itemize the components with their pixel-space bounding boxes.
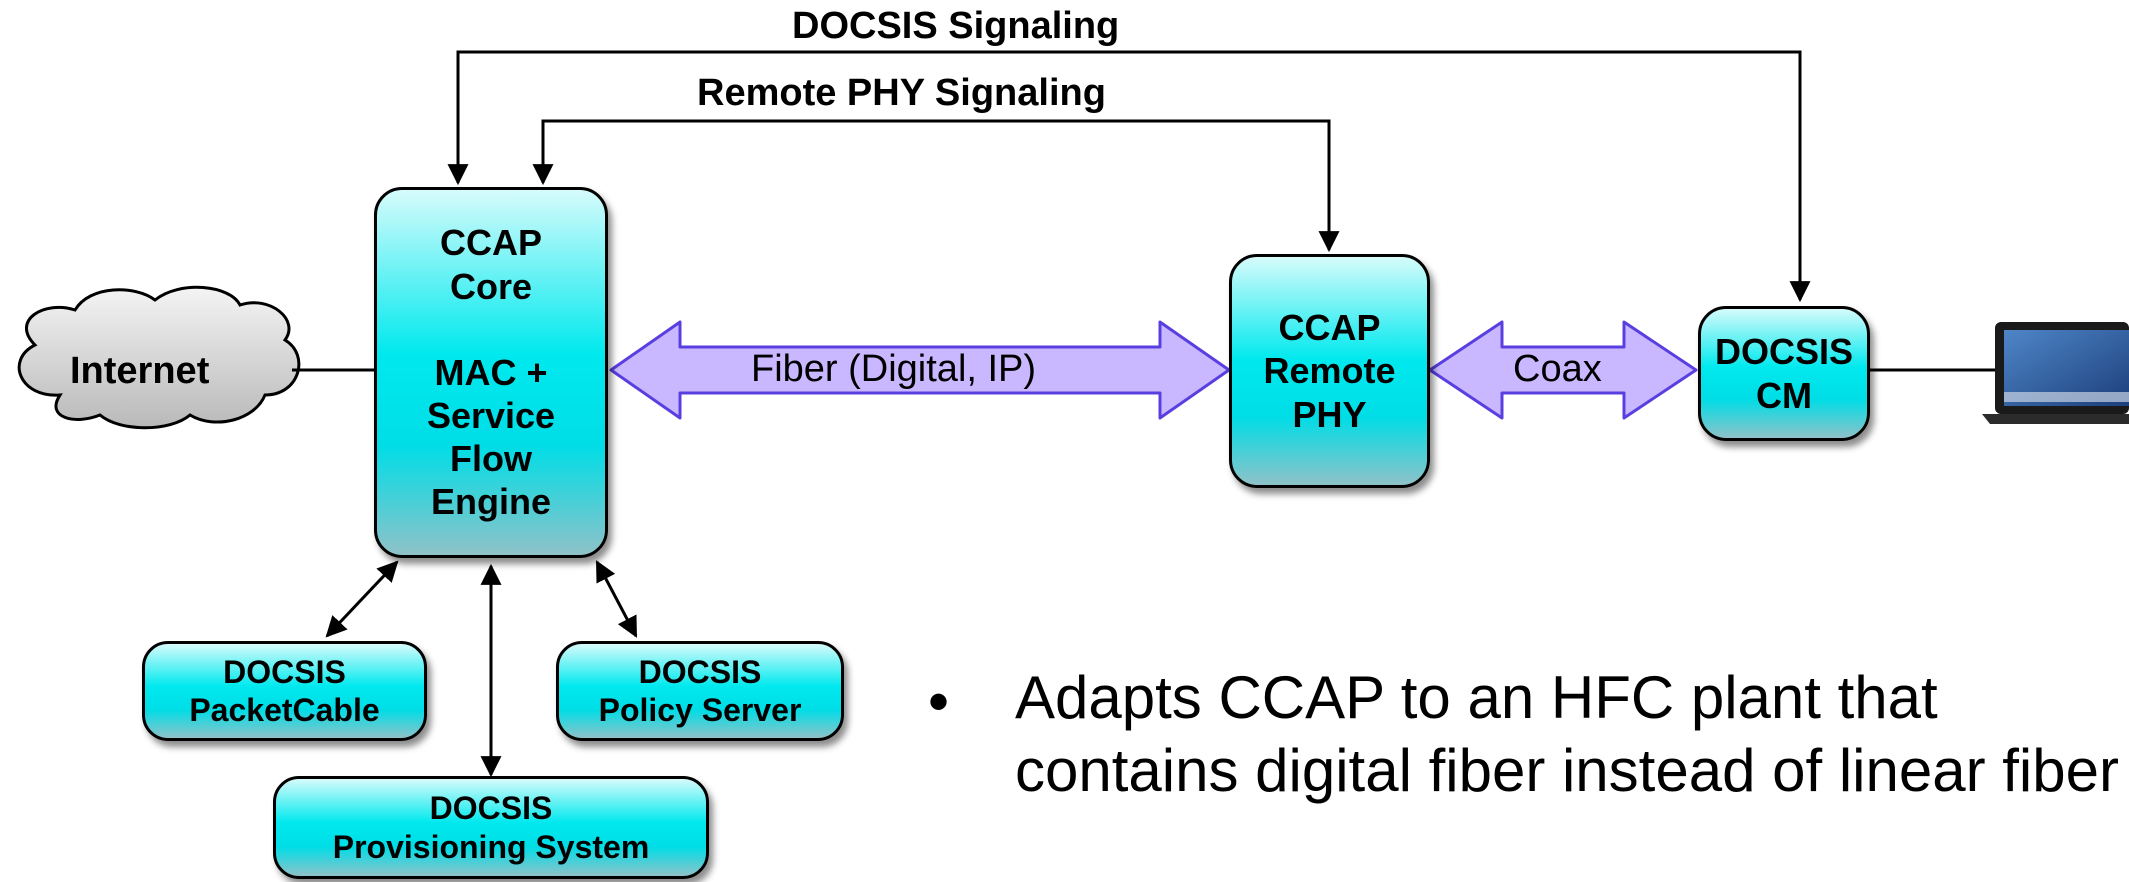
packetcable-line: PacketCable (189, 692, 380, 728)
ccap-core-line: MAC + (434, 351, 548, 393)
ccap-remote-phy-box: CCAP Remote PHY (1229, 254, 1430, 488)
bullet-marker: • (928, 668, 950, 735)
provisioning-line: DOCSIS (429, 790, 553, 827)
ccap-core-line: Service (426, 395, 556, 436)
laptop-icon (1982, 322, 2129, 424)
ccap-core-line: Engine (430, 481, 551, 523)
ccap-core-line: Core (449, 265, 533, 307)
internet-label: Internet (70, 350, 210, 392)
ccap-core-line: Flow (450, 438, 532, 480)
policy-server-link (595, 560, 638, 638)
remote-phy-signaling-line (532, 119, 1340, 253)
coax-label: Coax (1513, 348, 1602, 390)
docsis-signaling-line (447, 50, 1811, 303)
bullet-line-2: contains digital fiber instead of linear… (1015, 737, 2119, 804)
cm-line: DOCSIS (1714, 331, 1854, 373)
remote-phy-line: PHY (1292, 393, 1367, 435)
policy-server-line: Policy Server (598, 692, 802, 728)
remote-phy-line: Remote (1263, 350, 1396, 392)
packetcable-link (325, 560, 399, 638)
policy-server-box: DOCSIS Policy Server (556, 641, 844, 741)
provisioning-line: Provisioning System (332, 828, 650, 865)
ccap-core-line: CCAP (439, 222, 542, 264)
cm-line: CM (1756, 374, 1812, 416)
docsis-signaling-label: DOCSIS Signaling (792, 5, 1120, 47)
packetcable-line: DOCSIS (223, 653, 346, 690)
bullet-line-1: Adapts CCAP to an HFC plant that (1015, 664, 1938, 731)
fiber-label: Fiber (Digital, IP) (751, 348, 1037, 390)
coax-arrow (1428, 320, 1698, 420)
remote-phy-line: CCAP (1278, 307, 1381, 349)
provisioning-system-box: DOCSIS Provisioning System (273, 776, 709, 879)
packetcable-box: DOCSIS PacketCable (142, 641, 427, 741)
remote-phy-signaling-label: Remote PHY Signaling (697, 72, 1106, 114)
policy-server-line: DOCSIS (638, 653, 762, 690)
ccap-core-box: CCAP Core MAC + Service Flow Engine (374, 187, 608, 558)
internet-cloud (17, 285, 301, 430)
docsis-cm-box: DOCSIS CM (1698, 306, 1870, 441)
